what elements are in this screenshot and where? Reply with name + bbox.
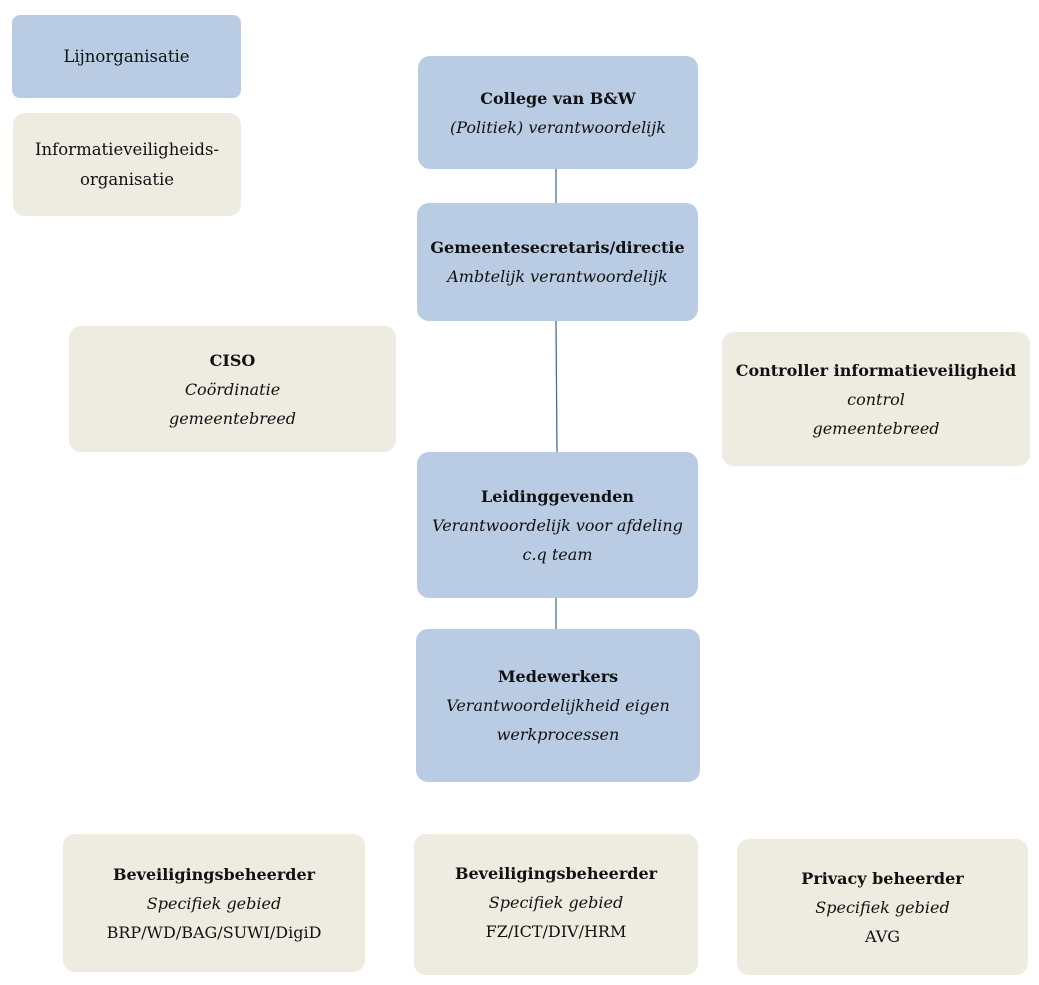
ciso-subtitle-1: Coördinatie: [184, 379, 281, 399]
leidinggevenden-title: Leidinggevenden: [480, 486, 635, 506]
beheerder-1-title: Beveiligingsbeheerder: [112, 864, 316, 884]
medewerkers-box: Medewerkers Verantwoordelijkheid eigen w…: [416, 629, 700, 782]
ciso-subtitle-2: gemeentebreed: [168, 408, 297, 428]
college-box: College van B&W (Politiek) verantwoordel…: [418, 56, 698, 169]
beheerder-2-area: FZ/ICT/DIV/HRM: [485, 922, 627, 941]
leidinggevenden-subtitle-1: Verantwoordelijk voor afdeling: [432, 515, 683, 535]
legend-security-org-line1: Informatieveiligheids-: [35, 139, 219, 159]
secretaris-subtitle: Ambtelijk verantwoordelijk: [447, 267, 668, 286]
beheerder-1-area: BRP/WD/BAG/SUWI/DigiD: [106, 922, 322, 942]
medewerkers-subtitle-1: Verantwoordelijkheid eigen: [446, 696, 670, 715]
leidinggevenden-subtitle-2: c.q team: [522, 544, 593, 564]
legend-security-organisation: Informatieveiligheids- organisatie: [13, 113, 241, 216]
secretaris-title: Gemeentesecretaris/directie: [430, 238, 685, 257]
medewerkers-subtitle-2: werkprocessen: [496, 725, 620, 744]
ciso-title: CISO: [209, 350, 256, 370]
privacy-area: AVG: [864, 926, 901, 946]
beheerder-2-subtitle: Specifiek gebied: [488, 893, 624, 912]
legend-security-org-line2: organisatie: [79, 169, 175, 189]
privacy-title: Privacy beheerder: [801, 868, 964, 888]
controller-subtitle-1: control: [847, 389, 905, 409]
ciso-box: CISO Coördinatie gemeentebreed: [69, 326, 396, 452]
beheerder-1-subtitle: Specifiek gebied: [146, 893, 282, 913]
college-subtitle: (Politiek) verantwoordelijk: [450, 117, 666, 137]
controller-subtitle-2: gemeentebreed: [812, 418, 940, 438]
beheerder-box-1: Beveiligingsbeheerder Specifiek gebied B…: [63, 834, 365, 972]
leidinggevenden-box: Leidinggevenden Verantwoordelijk voor af…: [417, 452, 698, 598]
legend-line-organisation: Lijnorganisatie: [12, 15, 241, 98]
secretaris-box: Gemeentesecretaris/directie Ambtelijk ve…: [417, 203, 698, 321]
medewerkers-title: Medewerkers: [497, 667, 619, 686]
connector-secretaris-leidinggevenden: [555, 319, 558, 454]
college-title: College van B&W: [480, 88, 636, 108]
legend-line-org-label: Lijnorganisatie: [63, 46, 190, 66]
beheerder-box-2: Beveiligingsbeheerder Specifiek gebied F…: [414, 834, 698, 975]
privacy-box: Privacy beheerder Specifiek gebied AVG: [737, 839, 1028, 975]
beheerder-2-title: Beveiligingsbeheerder: [454, 864, 658, 883]
controller-title: Controller informatieveiligheid: [735, 360, 1017, 380]
controller-box: Controller informatieveiligheid control …: [722, 332, 1030, 466]
privacy-subtitle: Specifiek gebied: [815, 897, 950, 917]
